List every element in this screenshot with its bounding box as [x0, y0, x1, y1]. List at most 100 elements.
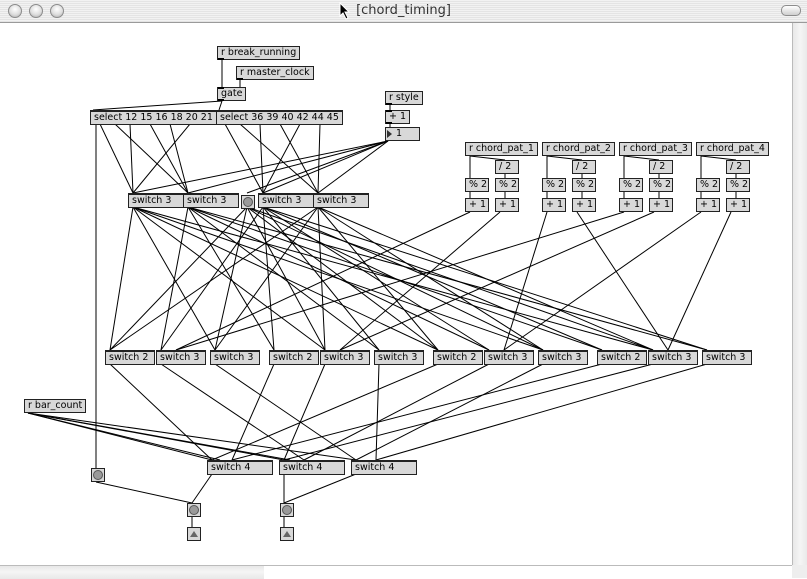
- plus-1-object[interactable]: + 1: [572, 198, 596, 212]
- mod-2-object[interactable]: % 2: [726, 178, 750, 192]
- style-number-box[interactable]: 1: [385, 127, 420, 141]
- patch-cord: [99, 123, 134, 194]
- patch-cord: [700, 155, 737, 161]
- divide-2-object[interactable]: / 2: [726, 160, 750, 174]
- plus-1-object[interactable]: + 1: [465, 198, 489, 212]
- switch3-object[interactable]: switch 3: [210, 350, 260, 365]
- r-bar-count-object[interactable]: r bar_count: [24, 399, 87, 413]
- r-master-clock-object[interactable]: r master_clock: [236, 66, 314, 80]
- switch3-object[interactable]: switch 3: [156, 350, 206, 365]
- plus-1-object[interactable]: + 1: [696, 198, 720, 212]
- toggle-center[interactable]: [241, 195, 255, 209]
- object-label: switch 3: [378, 352, 418, 363]
- switch4-object[interactable]: switch 4: [207, 460, 273, 475]
- patch-cord: [469, 155, 506, 161]
- plus-1-object[interactable]: + 1: [542, 198, 566, 212]
- resize-corner[interactable]: [792, 565, 807, 578]
- object-label: % 2: [546, 179, 565, 190]
- patch-cord: [132, 123, 191, 194]
- mod-2-object[interactable]: % 2: [696, 178, 720, 192]
- horizontal-scroll-track[interactable]: [264, 566, 792, 579]
- toggle-left[interactable]: [91, 468, 105, 482]
- switch3-object[interactable]: switch 3: [538, 350, 588, 365]
- mod-2-object[interactable]: % 2: [649, 178, 673, 192]
- switch2-object[interactable]: switch 2: [269, 350, 319, 365]
- object-label: + 1: [623, 199, 641, 210]
- r-chord-pat-3-object[interactable]: r chord_pat_3: [619, 142, 692, 156]
- switch3-object[interactable]: switch 3: [128, 193, 184, 208]
- plus-1-object[interactable]: + 1: [495, 198, 519, 212]
- patch-cord: [231, 363, 275, 461]
- switch3-object[interactable]: switch 3: [374, 350, 424, 365]
- mod-2-object[interactable]: % 2: [619, 178, 643, 192]
- r-style-object[interactable]: r style: [385, 91, 423, 105]
- object-label: switch 4: [211, 462, 251, 473]
- object-label: switch 3: [262, 195, 302, 206]
- patch-cord: [27, 412, 221, 461]
- toggle-output-1[interactable]: [187, 503, 201, 517]
- divide-2-object[interactable]: / 2: [495, 160, 519, 174]
- divide-2-object[interactable]: / 2: [649, 160, 673, 174]
- patch-cord: [169, 123, 189, 194]
- mod-2-object[interactable]: % 2: [542, 178, 566, 192]
- patcher-canvas[interactable]: r break_running r master_clock gate sele…: [0, 23, 792, 565]
- object-label: switch 4: [355, 462, 395, 473]
- r-chord-pat-4-object[interactable]: r chord_pat_4: [696, 142, 769, 156]
- plus-1-object[interactable]: + 1: [649, 198, 673, 212]
- patch-cord: [132, 206, 439, 351]
- switch3-object[interactable]: switch 3: [484, 350, 534, 365]
- mod-2-object[interactable]: % 2: [465, 178, 489, 192]
- select-object-a[interactable]: select 12 15 16 18 20 21: [90, 110, 217, 125]
- object-label: % 2: [730, 179, 749, 190]
- plus-1-object[interactable]: + 1: [726, 198, 750, 212]
- patch-cord: [339, 211, 501, 351]
- patch-cord: [283, 363, 654, 461]
- close-button[interactable]: [8, 4, 22, 18]
- patch-cord: [262, 206, 380, 351]
- patch-cord: [132, 206, 544, 351]
- patch-cord: [375, 363, 380, 461]
- divide-2-object[interactable]: / 2: [572, 160, 596, 174]
- patch-cord: [187, 206, 708, 351]
- number-value: 1: [396, 128, 403, 139]
- object-label: r master_clock: [240, 67, 310, 78]
- r-chord-pat-2-object[interactable]: r chord_pat_2: [542, 142, 615, 156]
- plus-one-style-object[interactable]: + 1: [385, 110, 411, 124]
- object-label: + 1: [653, 199, 671, 210]
- patch-cord: [218, 100, 223, 111]
- switch2-object[interactable]: switch 2: [433, 350, 483, 365]
- patch-cord: [160, 206, 264, 351]
- vertical-scrollbar[interactable]: [792, 23, 807, 565]
- horizontal-scrollbar[interactable]: [0, 565, 792, 579]
- mod-2-object[interactable]: % 2: [572, 178, 596, 192]
- r-break-running-object[interactable]: r break_running: [217, 46, 301, 60]
- patch-cord: [576, 211, 669, 351]
- select-object-b[interactable]: select 36 39 40 42 44 45: [216, 110, 343, 125]
- object-label: % 2: [623, 179, 642, 190]
- switch3-object[interactable]: switch 3: [258, 193, 314, 208]
- plus-1-object[interactable]: + 1: [619, 198, 643, 212]
- object-label: / 2: [576, 161, 589, 172]
- window-title: [chord_timing]: [356, 3, 451, 18]
- switch3-object[interactable]: switch 3: [320, 350, 370, 365]
- object-label: switch 2: [273, 352, 313, 363]
- patch-cord: [109, 206, 134, 351]
- outlet-1[interactable]: [187, 527, 201, 541]
- toolbar-toggle-button[interactable]: [781, 5, 801, 16]
- switch2-object[interactable]: switch 2: [105, 350, 155, 365]
- switch3-object[interactable]: switch 3: [702, 350, 752, 365]
- mod-2-object[interactable]: % 2: [495, 178, 519, 192]
- outlet-2[interactable]: [280, 527, 294, 541]
- switch3-object[interactable]: switch 3: [183, 193, 239, 208]
- r-chord-pat-1-object[interactable]: r chord_pat_1: [465, 142, 538, 156]
- switch3-object[interactable]: switch 3: [313, 193, 369, 208]
- switch3-object[interactable]: switch 3: [648, 350, 698, 365]
- minimize-button[interactable]: [29, 4, 43, 18]
- patch-cords: [27, 60, 737, 527]
- toggle-output-2[interactable]: [280, 503, 294, 517]
- switch2-object[interactable]: switch 2: [597, 350, 647, 365]
- gate-object[interactable]: gate: [217, 87, 247, 101]
- switch4-object[interactable]: switch 4: [351, 460, 417, 475]
- zoom-button[interactable]: [50, 4, 64, 18]
- switch4-object[interactable]: switch 4: [279, 460, 345, 475]
